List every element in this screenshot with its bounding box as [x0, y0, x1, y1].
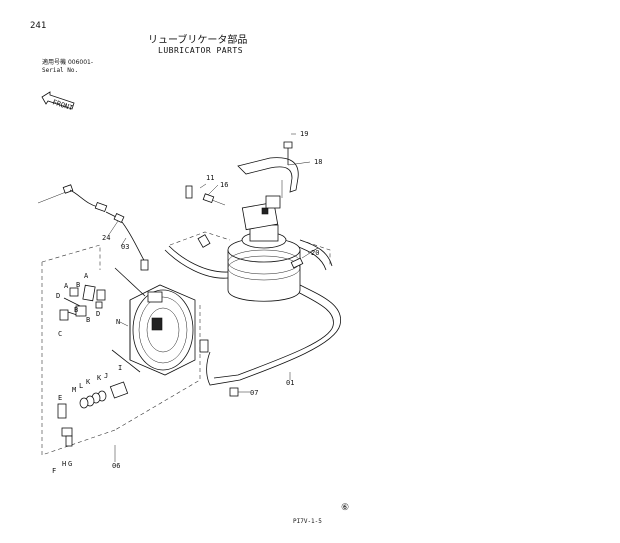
- callout-E: E: [58, 394, 62, 402]
- front-label: FRONT: [51, 98, 74, 112]
- callout-F: F: [52, 467, 56, 475]
- callout-D-1: D: [56, 292, 60, 300]
- serial-label-ja: 適用号機 006001-: [42, 60, 93, 66]
- footer-mark: ⑥: [341, 503, 350, 513]
- hose-reel: [111, 267, 196, 376]
- front-arrow-marker: FRONT: [41, 91, 75, 113]
- callout-N: N: [116, 318, 120, 326]
- page-number: 241: [30, 21, 47, 31]
- callout-H: H: [62, 460, 66, 468]
- lube-line: [164, 239, 342, 386]
- callout-J: J: [104, 372, 108, 380]
- callout-K-2: K: [97, 374, 102, 382]
- callout-20: 20: [311, 249, 319, 257]
- fittings-abcd: [59, 284, 106, 321]
- bolt-19: [283, 141, 293, 165]
- callout-L: L: [79, 382, 83, 390]
- title-japanese: リューブリケータ部品: [148, 35, 248, 46]
- upper-hose-assembly: [37, 184, 149, 271]
- callout-03: 03: [121, 243, 129, 251]
- callout-M: M: [72, 386, 76, 394]
- bracket: [237, 157, 299, 198]
- callout-06: 06: [112, 462, 120, 470]
- callout-19: 19: [300, 130, 308, 138]
- callout-18: 18: [314, 158, 322, 166]
- fittings-11-16: [185, 185, 226, 248]
- callout-24: 24: [102, 234, 110, 242]
- bolt-07: [229, 387, 244, 397]
- serial-value: 006001-: [67, 59, 94, 66]
- callout-07: 07: [250, 389, 258, 397]
- callout-A-1: A: [84, 272, 89, 280]
- serial-label-ja-text: 適用号機: [42, 59, 67, 66]
- callout-11: 11: [206, 174, 214, 182]
- callout-D-2: D: [96, 310, 100, 318]
- callout-I: I: [118, 364, 122, 372]
- callout-C: C: [58, 330, 62, 338]
- callout-B-3: B: [86, 316, 90, 324]
- callout-01: 01: [286, 379, 294, 387]
- fittings-e-m: [57, 381, 129, 447]
- callout-K-1: K: [86, 378, 91, 386]
- fitting-20: [290, 247, 319, 269]
- callout-B-2: B: [74, 306, 78, 314]
- title-english: LUBRICATOR PARTS: [158, 46, 244, 55]
- leader-lines: [107, 133, 319, 462]
- callout-A-2: A: [64, 282, 69, 290]
- callout-G: G: [68, 460, 72, 468]
- lubricator-pump: [227, 195, 301, 302]
- callout-16: 16: [220, 181, 228, 189]
- callout-B-1: B: [76, 281, 80, 289]
- footer-code: PI7V-1-5: [293, 518, 322, 525]
- serial-label-en: Serial No.: [42, 67, 79, 74]
